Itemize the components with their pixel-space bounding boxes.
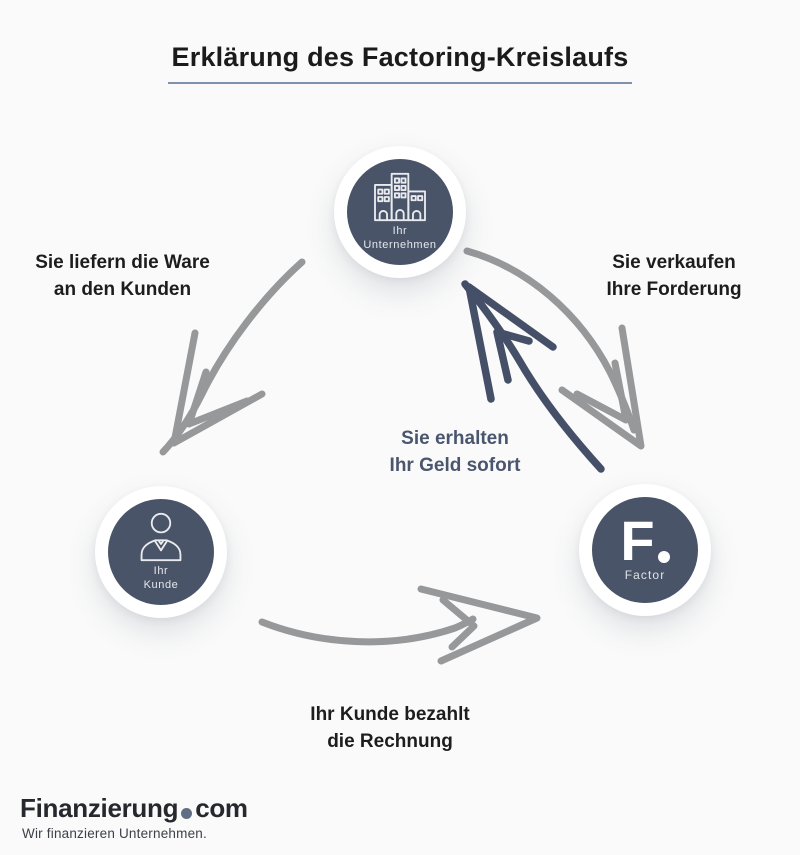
node-customer-circle: Ihr Kunde bbox=[108, 499, 214, 605]
brand-dot-icon bbox=[181, 808, 193, 819]
node-company: Ihr Unternehmen bbox=[334, 146, 466, 278]
buildings-icon bbox=[374, 172, 426, 221]
arrow-deliver-goods bbox=[159, 258, 306, 456]
label-sell-receivable: Sie verkaufen Ihre Forderung bbox=[606, 252, 742, 300]
brand-tagline: Wir finanzieren Unternehmen. bbox=[22, 826, 207, 841]
node-factor: F Factor bbox=[579, 484, 711, 616]
brand-name-part2: com bbox=[195, 793, 248, 823]
node-customer: Ihr Kunde bbox=[95, 486, 227, 618]
node-factor-circle: F Factor bbox=[592, 497, 698, 603]
arrow-money-transfer bbox=[461, 280, 605, 473]
f-dot-monogram: F bbox=[620, 509, 670, 573]
node-factor-label: Factor bbox=[624, 567, 666, 582]
label-invoice-payment: Ihr Kunde bezahlt die Rechnung bbox=[310, 704, 470, 752]
node-customer-label: Ihr Kunde bbox=[143, 564, 179, 591]
factor-monogram-dot-icon bbox=[657, 550, 670, 563]
person-icon bbox=[140, 512, 182, 561]
node-company-circle: Ihr Unternehmen bbox=[347, 159, 453, 265]
arrow-invoice-payment bbox=[258, 585, 541, 665]
node-company-label: Ihr Unternehmen bbox=[363, 224, 437, 251]
factor-monogram-letter: F bbox=[620, 509, 655, 573]
arrow-sell-receivable bbox=[463, 247, 645, 450]
page-title: Erklärung des Factoring-Kreislaufs bbox=[167, 42, 633, 84]
brand-name-part1: Finanzierung bbox=[20, 793, 179, 823]
label-deliver-goods: Sie liefern die Ware an den Kunden bbox=[35, 252, 210, 300]
brand-logo: Finanzierung com bbox=[20, 795, 248, 821]
header: Erklärung des Factoring-Kreislaufs bbox=[0, 42, 800, 84]
label-money-transfer: Sie erhalten Ihr Geld sofort bbox=[389, 428, 521, 476]
